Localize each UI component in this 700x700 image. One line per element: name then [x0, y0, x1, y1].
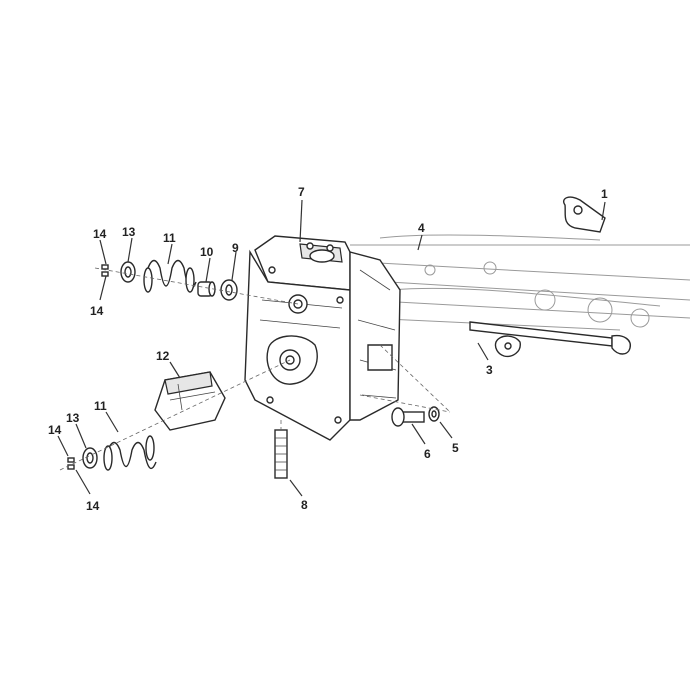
part-7-cylinder-head: [244, 235, 401, 441]
callout-14-a: 14: [93, 227, 107, 241]
part-3-clip: [494, 335, 521, 358]
faded-rocker-assembly: [350, 234, 691, 331]
callout-9: 9: [232, 241, 239, 255]
part-10-seal: [197, 281, 216, 297]
callout-12: 12: [156, 349, 170, 363]
leader-lines: [57, 199, 606, 497]
part-13-retainer-lower: [82, 447, 98, 469]
part-11-spring-upper: [143, 259, 197, 293]
callout-7: 7: [298, 185, 305, 199]
part-14-keepers-lower: [67, 457, 75, 470]
callout-14-c: 14: [48, 423, 62, 437]
callout-11-lower: 11: [94, 399, 107, 413]
callout-13-upper: 13: [122, 225, 136, 239]
callout-14-d: 14: [86, 499, 100, 513]
part-9-washer: [220, 279, 238, 301]
callout-11-upper: 11: [163, 231, 176, 245]
part-8-stud: [274, 420, 288, 479]
callout-labels: 1 3 4 5 6 7 8 9 10 11 11 12 13 13 14 14 …: [48, 185, 608, 513]
callout-10: 10: [200, 245, 214, 259]
part-6-bolt: [391, 407, 425, 427]
part-5-washer: [428, 406, 440, 422]
callout-3: 3: [486, 363, 493, 377]
part-1-bracket: [563, 196, 606, 233]
callout-14-b: 14: [90, 304, 104, 318]
long-rod: [469, 321, 631, 355]
callout-4: 4: [418, 221, 425, 235]
part-12-cover: [154, 371, 226, 431]
part-13-retainer-upper: [120, 261, 136, 283]
callout-1: 1: [601, 187, 608, 201]
callout-13-lower: 13: [66, 411, 80, 425]
callout-8: 8: [301, 498, 308, 512]
part-11-spring-lower: [103, 435, 157, 471]
callout-5: 5: [452, 441, 459, 455]
part-14-keepers-upper: [101, 264, 109, 277]
callout-6: 6: [424, 447, 431, 461]
